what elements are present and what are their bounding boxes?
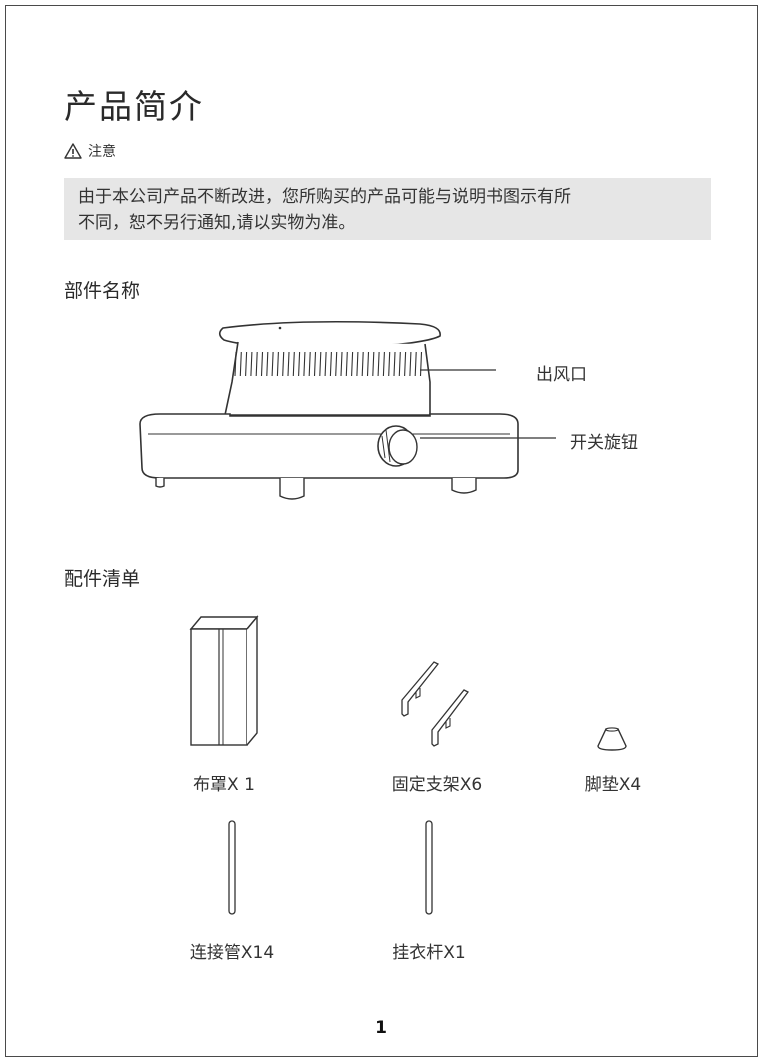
parts-heading: 部件名称 — [64, 280, 141, 302]
notice-heading: 注意 — [64, 141, 116, 161]
cloth-cover-illustration — [189, 615, 259, 746]
knob-label: 开关旋钮 — [570, 433, 638, 453]
top-plate — [218, 320, 441, 349]
base — [139, 413, 519, 479]
foot — [451, 478, 477, 494]
accessory-label-tube: 连接管X14 — [189, 943, 275, 963]
accessory-label-rod: 挂衣杆X1 — [392, 943, 466, 963]
product-illustration — [139, 320, 556, 500]
notice-box: 由于本公司产品不断改进，您所购买的产品可能与说明书图示有所 不同，恕不另行通知,… — [64, 178, 711, 240]
bracket-illustration — [401, 661, 469, 747]
warning-icon — [64, 143, 82, 159]
hanging-rod-illustration — [425, 820, 433, 915]
foot-pad-illustration — [597, 727, 627, 751]
accessory-label-cover: 布罩X 1 — [193, 775, 255, 795]
page-number: 1 — [375, 1018, 387, 1038]
page-title: 产品简介 — [64, 87, 204, 126]
outlet-label: 出风口 — [536, 365, 587, 385]
accessory-label-bracket: 固定支架X6 — [391, 775, 483, 795]
knob-shape — [377, 425, 418, 467]
notice-label: 注意 — [88, 144, 116, 160]
connecting-tube-illustration — [228, 820, 236, 915]
foot — [279, 478, 305, 500]
page-frame — [5, 5, 758, 1057]
notice-text-line1: 由于本公司产品不断改进，您所购买的产品可能与说明书图示有所 — [78, 187, 571, 207]
accessory-label-foot-pad: 脚垫X4 — [584, 775, 642, 795]
accessories-heading: 配件清单 — [64, 568, 141, 590]
foot — [155, 478, 165, 488]
notice-text-line2: 不同，恕不另行通知,请以实物为准。 — [78, 213, 356, 233]
vent-slots — [234, 351, 423, 377]
